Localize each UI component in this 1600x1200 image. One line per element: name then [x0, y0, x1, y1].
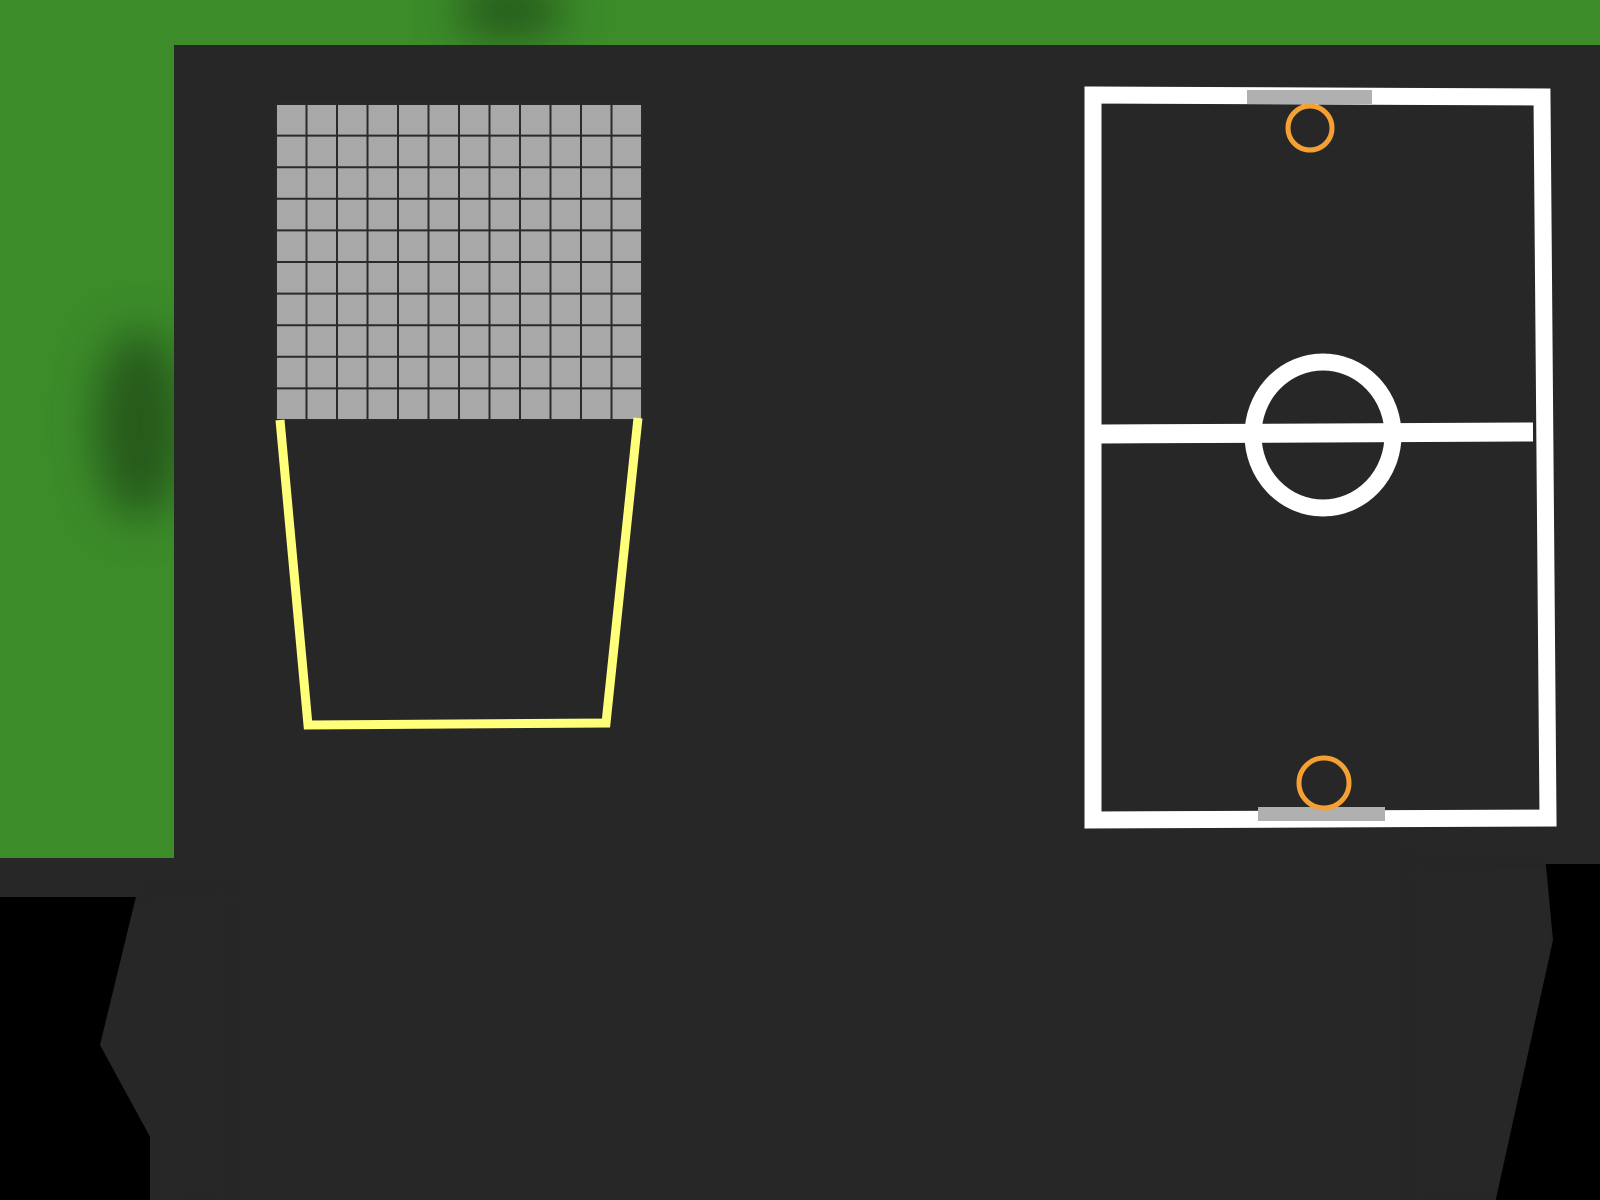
goal-area-top [1247, 90, 1372, 104]
mini-pitch[interactable] [1084, 86, 1557, 829]
halfway-line [1100, 422, 1534, 444]
grass-shadow-left [95, 330, 185, 520]
goal-net-grid [275, 103, 643, 421]
goal-area-bottom [1258, 807, 1385, 821]
player-marker-top[interactable] [1285, 103, 1335, 153]
goal-net [275, 103, 643, 421]
goal-outline [275, 417, 643, 730]
center-circle [1244, 353, 1402, 517]
player-marker-bottom[interactable] [1296, 755, 1352, 811]
grass-strip-top [0, 0, 1600, 45]
pitch-boundary [1084, 86, 1557, 829]
